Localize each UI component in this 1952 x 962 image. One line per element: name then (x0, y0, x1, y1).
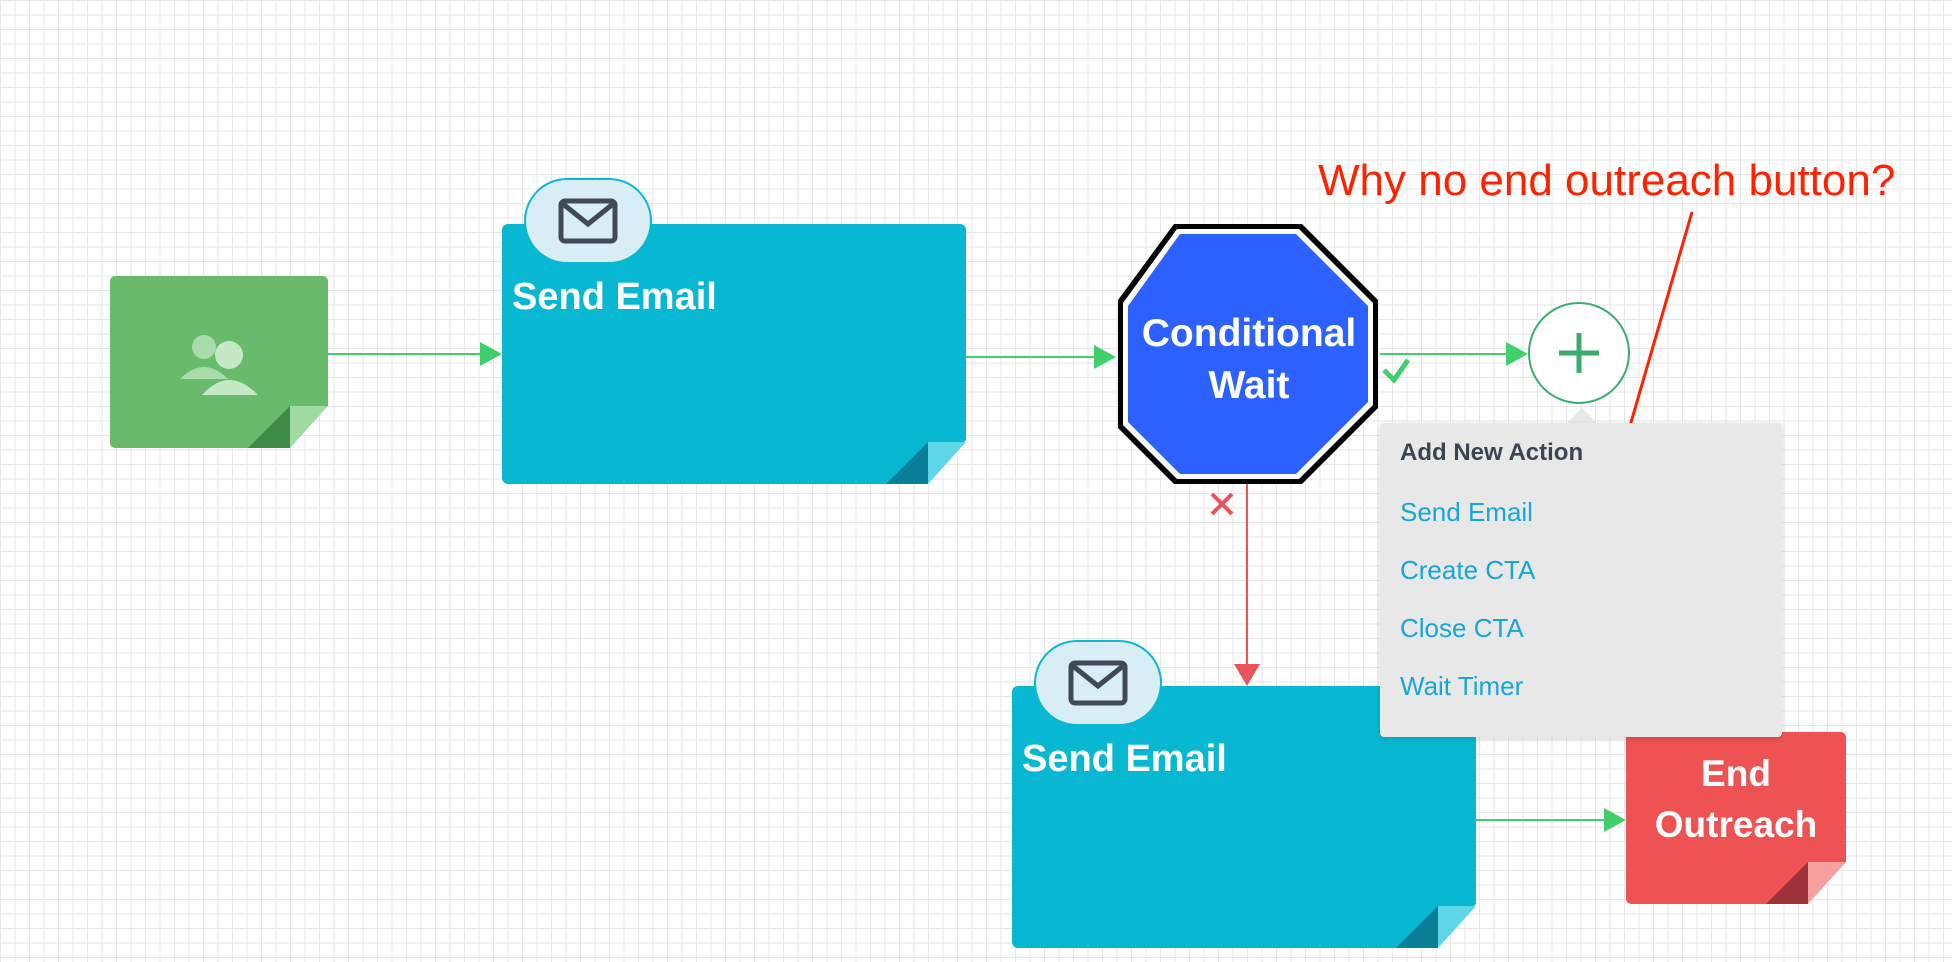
send-email-node[interactable]: Send Email (502, 224, 966, 484)
mail-badge (524, 178, 652, 264)
end-title-line2: Outreach (1654, 804, 1818, 845)
add-action-button[interactable] (1528, 302, 1630, 404)
menu-header: Add New Action (1400, 439, 1584, 466)
end-title-line1: End (1701, 753, 1771, 794)
mail-badge-2 (1034, 640, 1162, 726)
arrowhead (1094, 345, 1116, 369)
mail-icon (558, 198, 618, 244)
x-icon (1210, 492, 1234, 516)
wait-title-line1: Conditional (1141, 312, 1357, 355)
wait-title-line2: Wait (1208, 364, 1290, 407)
menu-item-wait-timer[interactable]: Wait Timer (1400, 671, 1524, 701)
plus-icon (1559, 333, 1599, 373)
menu-item-send-email[interactable]: Send Email (1400, 497, 1533, 527)
checkmark-icon (1382, 358, 1411, 384)
menu-pointer (1566, 408, 1598, 424)
arrowhead (1234, 664, 1260, 686)
send-email-title-2: Send Email (1022, 738, 1227, 780)
arrowhead (480, 342, 502, 366)
menu-item-create-cta[interactable]: Create CTA (1400, 555, 1536, 585)
send-email-title: Send Email (512, 276, 717, 318)
menu-item-close-cta[interactable]: Close CTA (1400, 613, 1524, 643)
arrowhead (1604, 808, 1626, 832)
arrowhead (1506, 342, 1528, 366)
add-action-menu: Add New Action Send Email Create CTA Clo… (1380, 423, 1782, 737)
annotation-text: Why no end outreach button? (1318, 156, 1896, 205)
people-icon (174, 327, 264, 397)
conditional-wait-label: Conditional Wait (1118, 308, 1380, 412)
mail-icon (1068, 660, 1128, 706)
